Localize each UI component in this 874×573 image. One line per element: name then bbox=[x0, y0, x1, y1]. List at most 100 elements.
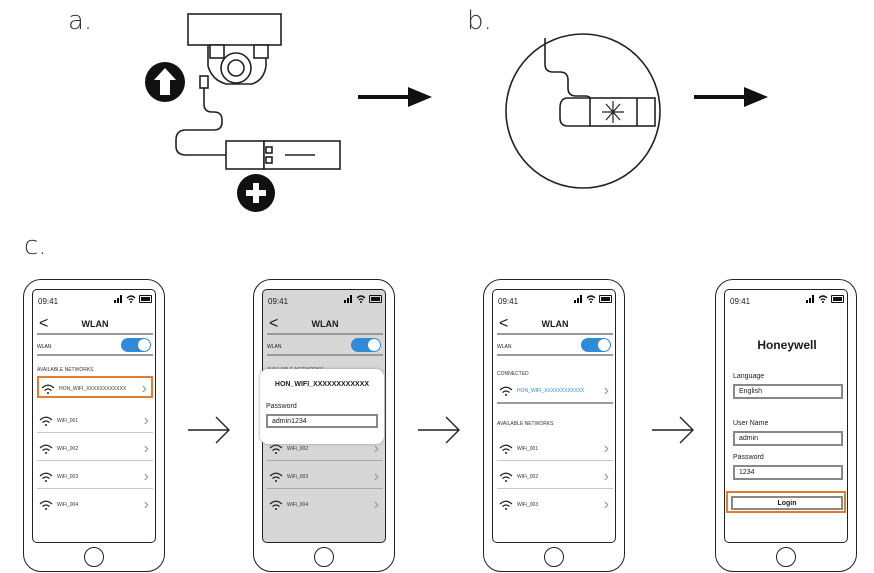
password-dialog: HON_WIFI_XXXXXXXXXXXX Password admin1234 bbox=[260, 369, 384, 444]
network-name: WiFi_004 bbox=[287, 502, 309, 508]
wifi-icon bbox=[41, 384, 55, 394]
network-name: WiFi_003 bbox=[57, 474, 79, 480]
status-bar: 09:41 bbox=[268, 295, 382, 307]
network-name: WiFi_001 bbox=[57, 418, 79, 424]
home-button[interactable] bbox=[776, 547, 796, 567]
chevron-right-icon: › bbox=[603, 440, 609, 457]
arrow-right-a bbox=[358, 87, 432, 107]
status-time: 09:41 bbox=[498, 297, 519, 306]
status-bar: 09:41 bbox=[38, 295, 152, 307]
password-label: Password bbox=[266, 403, 297, 410]
nav-bar: < WLAN bbox=[37, 315, 153, 335]
chevron-right-icon: › bbox=[143, 412, 149, 429]
phone-screen: 09:41 < WLAN WLAN CONNECTED HON_WIFI_XXX… bbox=[492, 289, 616, 543]
network-name: WiFi_002 bbox=[57, 446, 79, 452]
nav-bar: < WLAN bbox=[497, 315, 613, 335]
wifi-icon bbox=[499, 500, 513, 510]
battery-icon bbox=[831, 295, 844, 303]
wifi-icon bbox=[39, 472, 53, 482]
language-label: Language bbox=[733, 373, 765, 380]
network-name: WiFi_003 bbox=[287, 474, 309, 480]
home-button[interactable] bbox=[84, 547, 104, 567]
status-time: 09:41 bbox=[268, 297, 289, 306]
signal-icon bbox=[574, 295, 582, 303]
network-name: WiFi_003 bbox=[517, 502, 539, 508]
arrow-thin-2 bbox=[418, 416, 460, 444]
chevron-right-icon: › bbox=[373, 496, 379, 513]
network-row[interactable]: WiFi_004 › bbox=[267, 494, 383, 516]
arrow-right-b bbox=[694, 87, 768, 107]
wlan-toggle-row: WLAN bbox=[37, 338, 153, 356]
connected-network-name: HON_WIFI_XXXXXXXXXXXX bbox=[517, 388, 585, 394]
wifi-status-icon bbox=[126, 295, 136, 303]
network-name: WiFi_002 bbox=[517, 474, 539, 480]
battery-icon bbox=[599, 295, 612, 303]
password-input[interactable]: admin1234 bbox=[266, 414, 378, 428]
username-input[interactable]: admin bbox=[733, 431, 843, 446]
back-chevron-icon[interactable]: < bbox=[39, 315, 49, 332]
wlan-toggle[interactable] bbox=[581, 338, 611, 352]
section-connected: CONNECTED bbox=[497, 371, 529, 377]
status-time: 09:41 bbox=[38, 297, 59, 306]
section-available-networks: AVAILABLE NETWORKS bbox=[497, 421, 554, 427]
step-b-label: b. bbox=[467, 6, 492, 36]
phone-password-dialog: 09:41 < WLAN WLAN AVAILABLE NETWORKS WiF… bbox=[253, 279, 395, 572]
network-row-hon-wifi[interactable]: HON_WIFI_XXXXXXXXXXXX › bbox=[37, 376, 153, 398]
chevron-right-icon: › bbox=[603, 496, 609, 513]
wlan-label: WLAN bbox=[267, 344, 282, 350]
language-select[interactable]: English bbox=[733, 384, 843, 399]
wlan-label: WLAN bbox=[497, 344, 512, 350]
chevron-right-icon: › bbox=[143, 468, 149, 485]
camera-illustration bbox=[175, 13, 341, 170]
arrow-thin-1 bbox=[188, 416, 230, 444]
network-name: HON_WIFI_XXXXXXXXXXXX bbox=[59, 386, 127, 392]
wlan-toggle-row: WLAN bbox=[267, 338, 383, 356]
status-bar: 09:41 bbox=[498, 295, 612, 307]
phone-screen: 09:41 Honeywell Language English User Na… bbox=[724, 289, 848, 543]
wlan-toggle[interactable] bbox=[121, 338, 151, 352]
chevron-right-icon: › bbox=[373, 468, 379, 485]
login-button[interactable]: Login bbox=[731, 496, 843, 510]
phone-login: 09:41 Honeywell Language English User Na… bbox=[715, 279, 857, 572]
battery-icon bbox=[369, 295, 382, 303]
wifi-status-icon bbox=[356, 295, 366, 303]
nav-title: WLAN bbox=[311, 319, 339, 329]
chevron-right-icon: › bbox=[143, 440, 149, 457]
dialog-network-name: HON_WIFI_XXXXXXXXXXXX bbox=[274, 381, 370, 388]
nav-bar: < WLAN bbox=[267, 315, 383, 335]
password-label: Password bbox=[733, 454, 764, 461]
password-input[interactable]: 1234 bbox=[733, 465, 843, 480]
login-highlight: Login bbox=[726, 491, 846, 513]
network-row[interactable]: WiFi_002 › bbox=[37, 438, 153, 461]
phone-wlan-connected: 09:41 < WLAN WLAN CONNECTED HON_WIFI_XXX… bbox=[483, 279, 625, 572]
status-time: 09:41 bbox=[730, 297, 751, 306]
battery-icon bbox=[139, 295, 152, 303]
chevron-right-icon: › bbox=[143, 496, 149, 513]
network-row[interactable]: WiFi_004 › bbox=[37, 494, 153, 516]
wifi-status-icon bbox=[818, 295, 828, 303]
arrow-thin-3 bbox=[652, 416, 694, 444]
network-row[interactable]: WiFi_001 › bbox=[37, 410, 153, 433]
network-row[interactable]: WiFi_003 › bbox=[267, 466, 383, 489]
home-button[interactable] bbox=[314, 547, 334, 567]
home-button[interactable] bbox=[544, 547, 564, 567]
wifi-status-icon bbox=[586, 295, 596, 303]
network-row[interactable]: WiFi_003 › bbox=[37, 466, 153, 489]
wlan-label: WLAN bbox=[37, 344, 52, 350]
nav-title: WLAN bbox=[541, 319, 569, 329]
wlan-toggle[interactable] bbox=[351, 338, 381, 352]
chevron-right-icon: › bbox=[373, 440, 379, 457]
wifi-icon bbox=[499, 444, 513, 454]
network-name: WiFi_004 bbox=[57, 502, 79, 508]
username-label: User Name bbox=[733, 420, 769, 427]
network-row[interactable]: WiFi_001 › bbox=[497, 438, 613, 461]
network-row[interactable]: WiFi_003 › bbox=[497, 494, 613, 516]
wifi-icon bbox=[499, 386, 513, 396]
step-a-label: a. bbox=[68, 6, 93, 36]
network-row[interactable]: WiFi_002 › bbox=[497, 466, 613, 489]
network-row[interactable]: WiFi_002 › bbox=[267, 438, 383, 461]
back-chevron-icon[interactable]: < bbox=[269, 315, 279, 332]
chevron-right-icon: › bbox=[603, 468, 609, 485]
back-chevron-icon[interactable]: < bbox=[499, 315, 509, 332]
connected-network-row[interactable]: HON_WIFI_XXXXXXXXXXXX › bbox=[497, 380, 613, 404]
